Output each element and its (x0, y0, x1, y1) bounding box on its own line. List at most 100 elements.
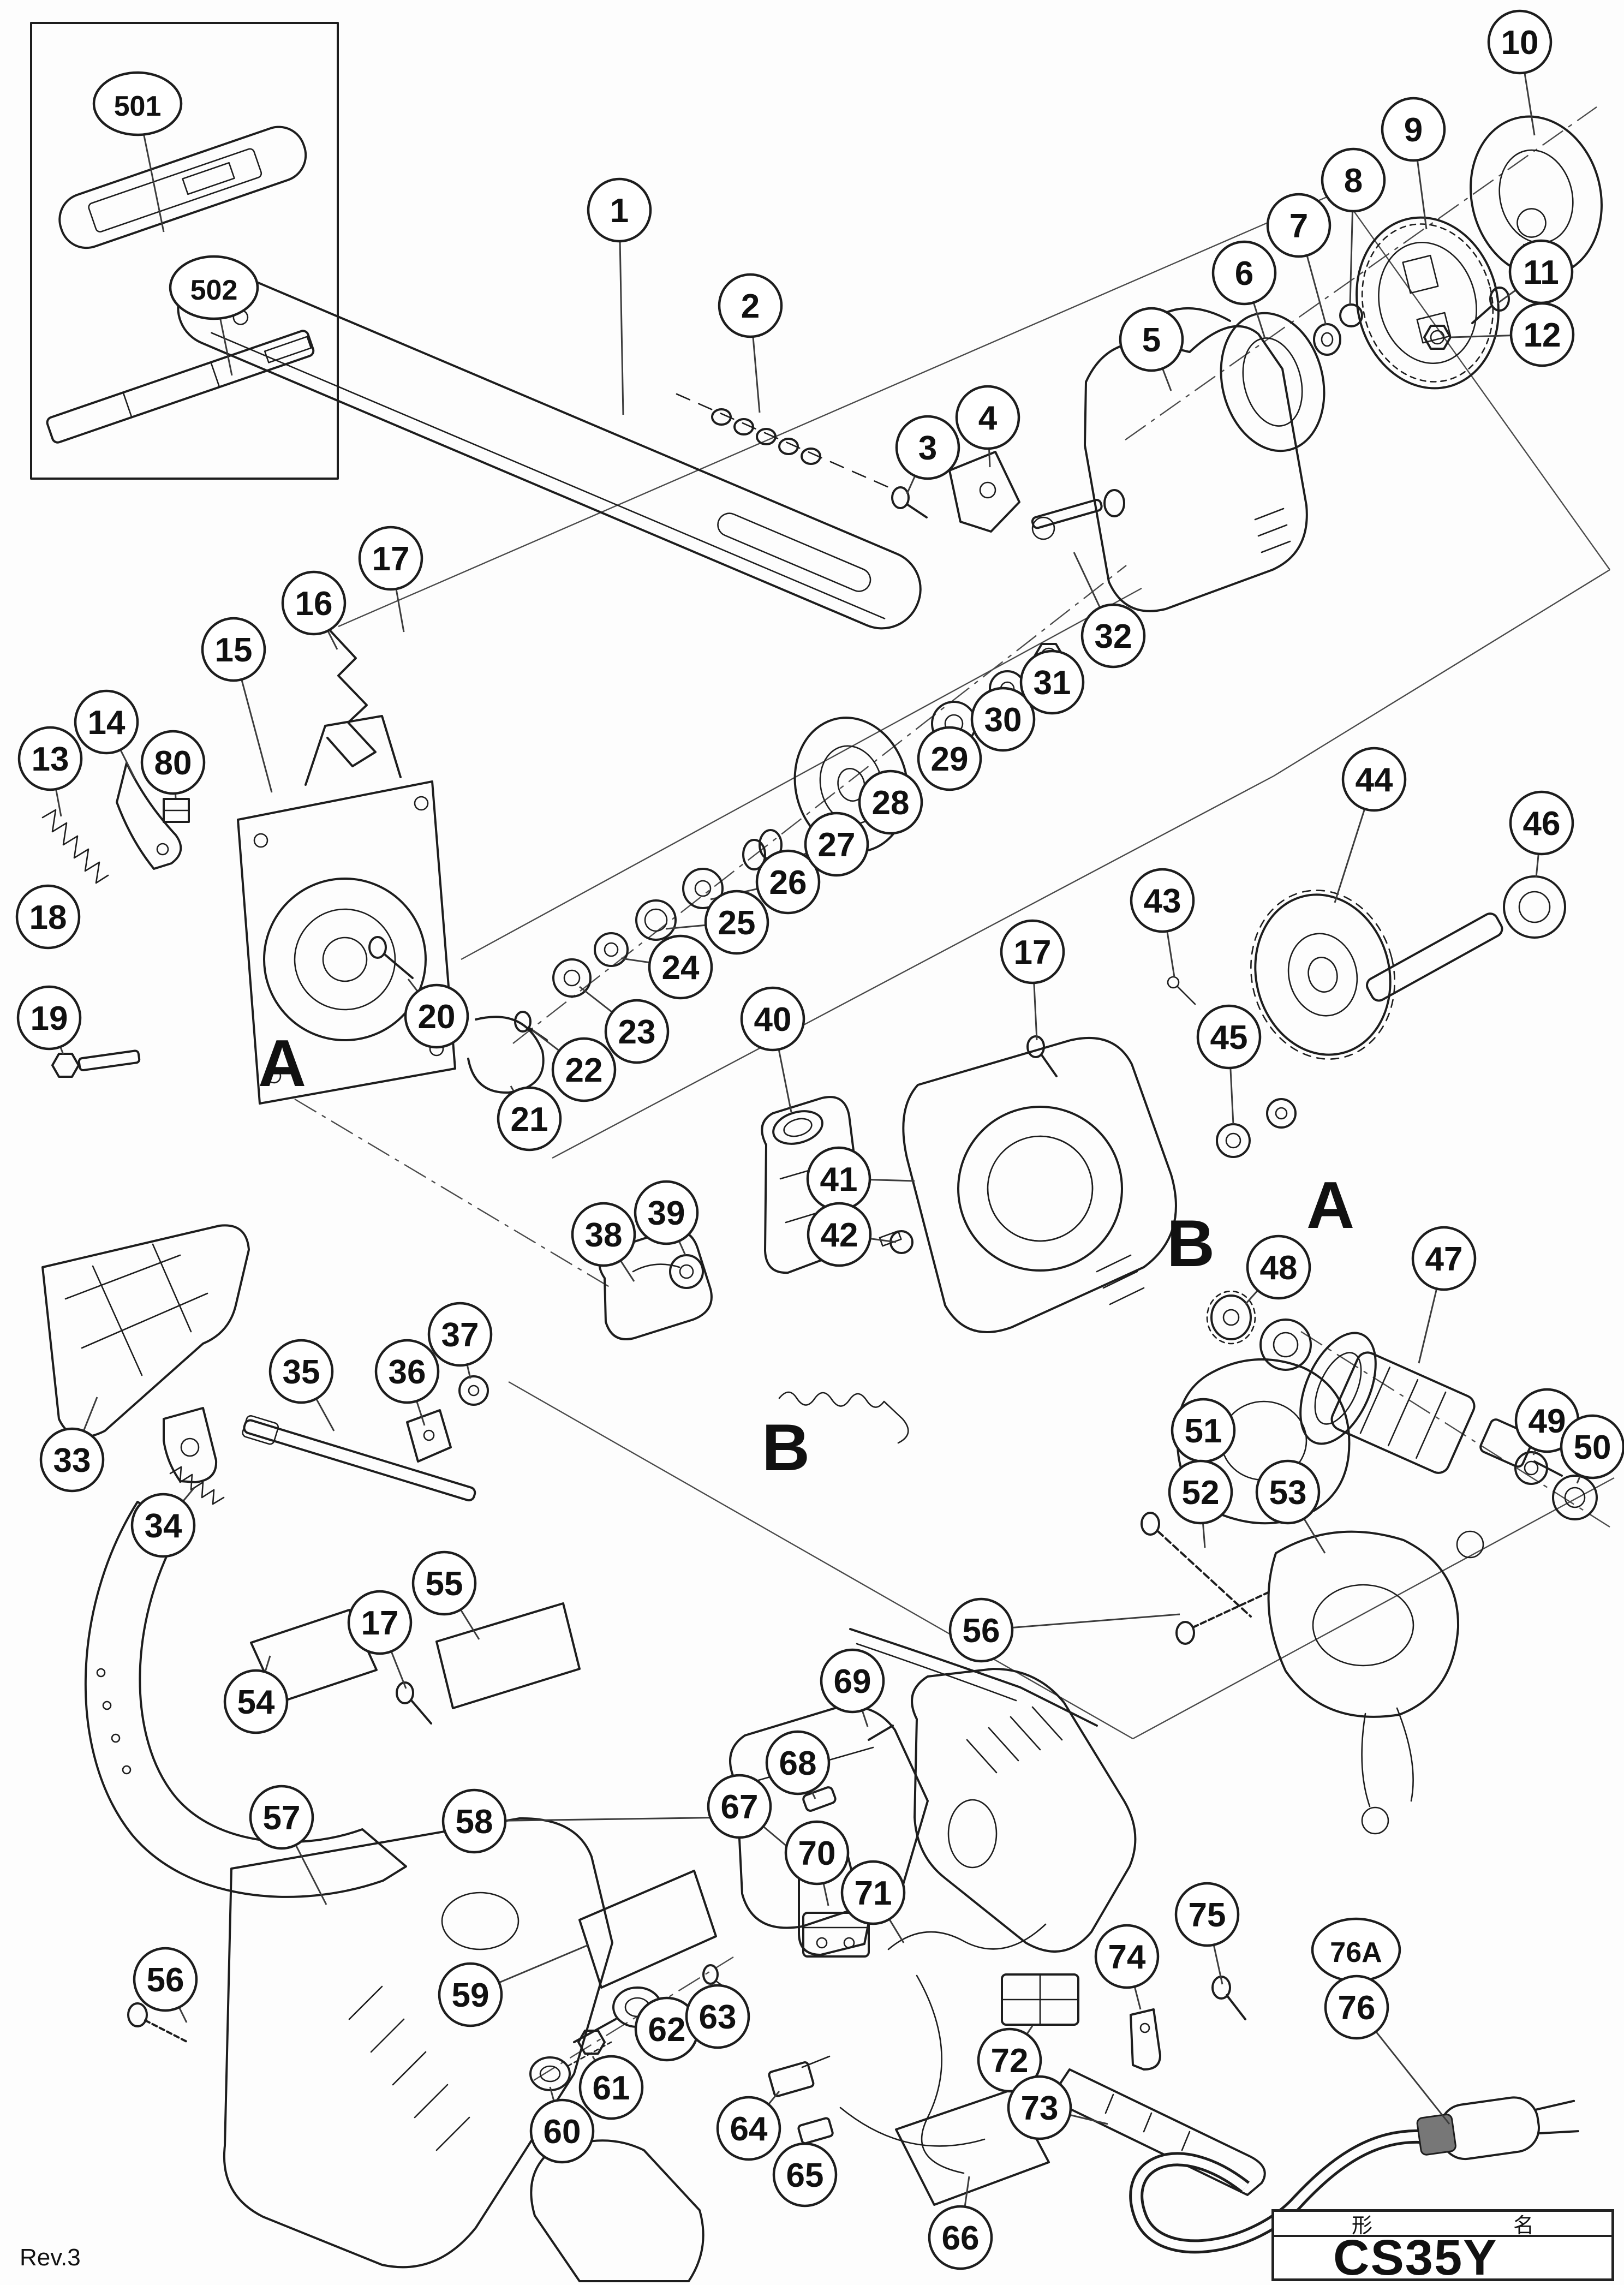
callout-number: 19 (31, 1000, 68, 1037)
part-gear-cover-assembly-shape-shape (1250, 890, 1395, 1060)
part-clutch-cover-shape (223, 1817, 613, 2269)
construction-lines-shape (1273, 569, 1610, 777)
callout-number: 35 (283, 1353, 320, 1391)
callout-number: 70 (798, 1835, 836, 1872)
part-clutch-cover-shape (578, 1870, 717, 1989)
part-rear-handle-halves-shape (1031, 1706, 1063, 1741)
callout-number: 8 (1344, 162, 1363, 200)
part-rail-guard-shape (122, 391, 133, 418)
callout-number: 51 (1185, 1412, 1222, 1450)
callout-circle (1246, 1234, 1311, 1300)
part-saw-chain-shape (711, 408, 732, 426)
callout-number: 75 (1189, 1896, 1226, 1934)
part-clutch-cover-shape (370, 2018, 405, 2053)
part-fan-guard-and-stator-shape (1361, 1806, 1389, 1835)
callout-circle (39, 1427, 105, 1493)
part-clutch-washer-stack-shape (644, 908, 668, 932)
construction-lines-shape (1125, 106, 1597, 440)
callout-circle (685, 1984, 750, 2049)
part-chain-case-shape (88, 148, 262, 232)
callout-25-27: 25 (704, 890, 769, 955)
part-gear-cover-assembly-shape (1109, 1287, 1145, 1305)
callout-number: 11 (1523, 254, 1559, 291)
part-clutch-washer-stack-shape (682, 868, 724, 909)
callout-69-74: 69 (820, 1648, 885, 1714)
callout-number: 38 (585, 1216, 623, 1254)
callout-circle (1255, 1459, 1321, 1525)
part-gear-cover-assembly-shape (1216, 1123, 1251, 1158)
callout-circle (895, 415, 960, 480)
parts-inset-box (30, 22, 339, 480)
construction-lines-shape (512, 565, 1127, 1044)
callout-circle (404, 983, 469, 1049)
callout-circle (15, 884, 81, 950)
callout-circle (772, 2142, 838, 2208)
part-cord-assembly-shape (1226, 1994, 1246, 2020)
part-sprocket-cover-assembly-shape (1261, 540, 1291, 553)
part-chain-catcher-and-screw-shape (906, 503, 928, 518)
part-gear-cover-assembly-shape (1225, 1132, 1241, 1149)
part-sprocket-cover-assembly-shape (1356, 216, 1500, 390)
part-sprocket-cover-assembly-shape (1339, 303, 1363, 327)
callout-circle (497, 1086, 562, 1152)
part-armature-assembly-shape (1222, 1309, 1240, 1326)
callout-number: 17 (361, 1604, 399, 1642)
callout-circle (807, 1202, 872, 1267)
callout-number: 9 (1404, 111, 1423, 149)
callout-circle (634, 1180, 699, 1245)
part-nameplate-55-shape (435, 1602, 581, 1709)
callout-number: 502 (190, 275, 238, 306)
callout-circle (718, 273, 783, 338)
callout-number: 56 (963, 1612, 1000, 1650)
callout-circle (1119, 307, 1184, 372)
callout-circle (169, 255, 259, 320)
callout-number: 7 (1289, 207, 1308, 245)
part-armature-assembly-shape (1259, 1319, 1312, 1371)
part-switch-and-wiring-shape (916, 1974, 965, 2174)
part-cord-assembly-shape-shape (1416, 2114, 1456, 2156)
part-armature-assembly-shape (1564, 1487, 1586, 1508)
section-label-B-2: B (1167, 1206, 1215, 1280)
callout-circle (249, 1785, 314, 1850)
callout-circle (140, 730, 206, 795)
part-clutch-washer-stack-shape (594, 932, 629, 967)
callout-19-21: 19 (16, 985, 82, 1051)
callout-number: 63 (699, 1998, 737, 2036)
callout-20-22: 20 (404, 983, 469, 1049)
part-armature-assembly-shape (1206, 1290, 1256, 1345)
callout-80-19: 80 (140, 730, 206, 795)
callout-29-31: 29 (917, 726, 982, 791)
part-hand-guard-assembly-shape (41, 1224, 250, 1438)
part-switch-and-wiring-shape (816, 1937, 828, 1949)
part-sprocket-cover-assembly-shape (1084, 325, 1308, 612)
section-label-A-0: A (258, 1026, 306, 1100)
part-switch-and-wiring-shape (801, 2055, 831, 2068)
callout-number: 30 (984, 701, 1022, 739)
parts-inset-box-shape (30, 22, 339, 480)
part-clutch-washer-stack-shape (514, 1011, 532, 1033)
part-rear-handle-halves-shape (988, 1727, 1019, 1762)
part-saw-chain-shape (778, 438, 799, 455)
callout-number: 76A (1330, 1937, 1382, 1968)
part-switch-and-wiring-shape (797, 2117, 834, 2145)
part-armature-assembly-shape (1524, 1460, 1539, 1476)
callout-number: 48 (1260, 1249, 1298, 1287)
callout-41-41: 41 (806, 1146, 871, 1212)
callout-67-72: 67 (707, 1774, 772, 1839)
callout-number: 17 (372, 540, 410, 578)
part-cord-assembly-shape-shape (1538, 2130, 1579, 2134)
part-switch-and-wiring-shape (895, 2089, 1050, 2206)
part-armature-assembly-shape (1533, 1460, 1563, 1477)
part-crankcase-assembly-shape (253, 833, 268, 848)
callout-30-32: 30 (970, 687, 1036, 752)
callout-17-18: 17 (358, 526, 423, 591)
part-gear-cover-assembly-shape (1026, 1035, 1045, 1058)
callout-circle (1080, 603, 1146, 669)
part-gear-cover-assembly-shape (1177, 986, 1196, 1005)
part-cord-assembly-shape (1132, 2132, 1429, 2251)
part-switch-and-wiring-shape (566, 2041, 612, 2067)
callout-circle (92, 71, 183, 136)
callout-circle (1094, 1924, 1160, 1989)
callout-36-46: 36 (374, 1339, 440, 1404)
